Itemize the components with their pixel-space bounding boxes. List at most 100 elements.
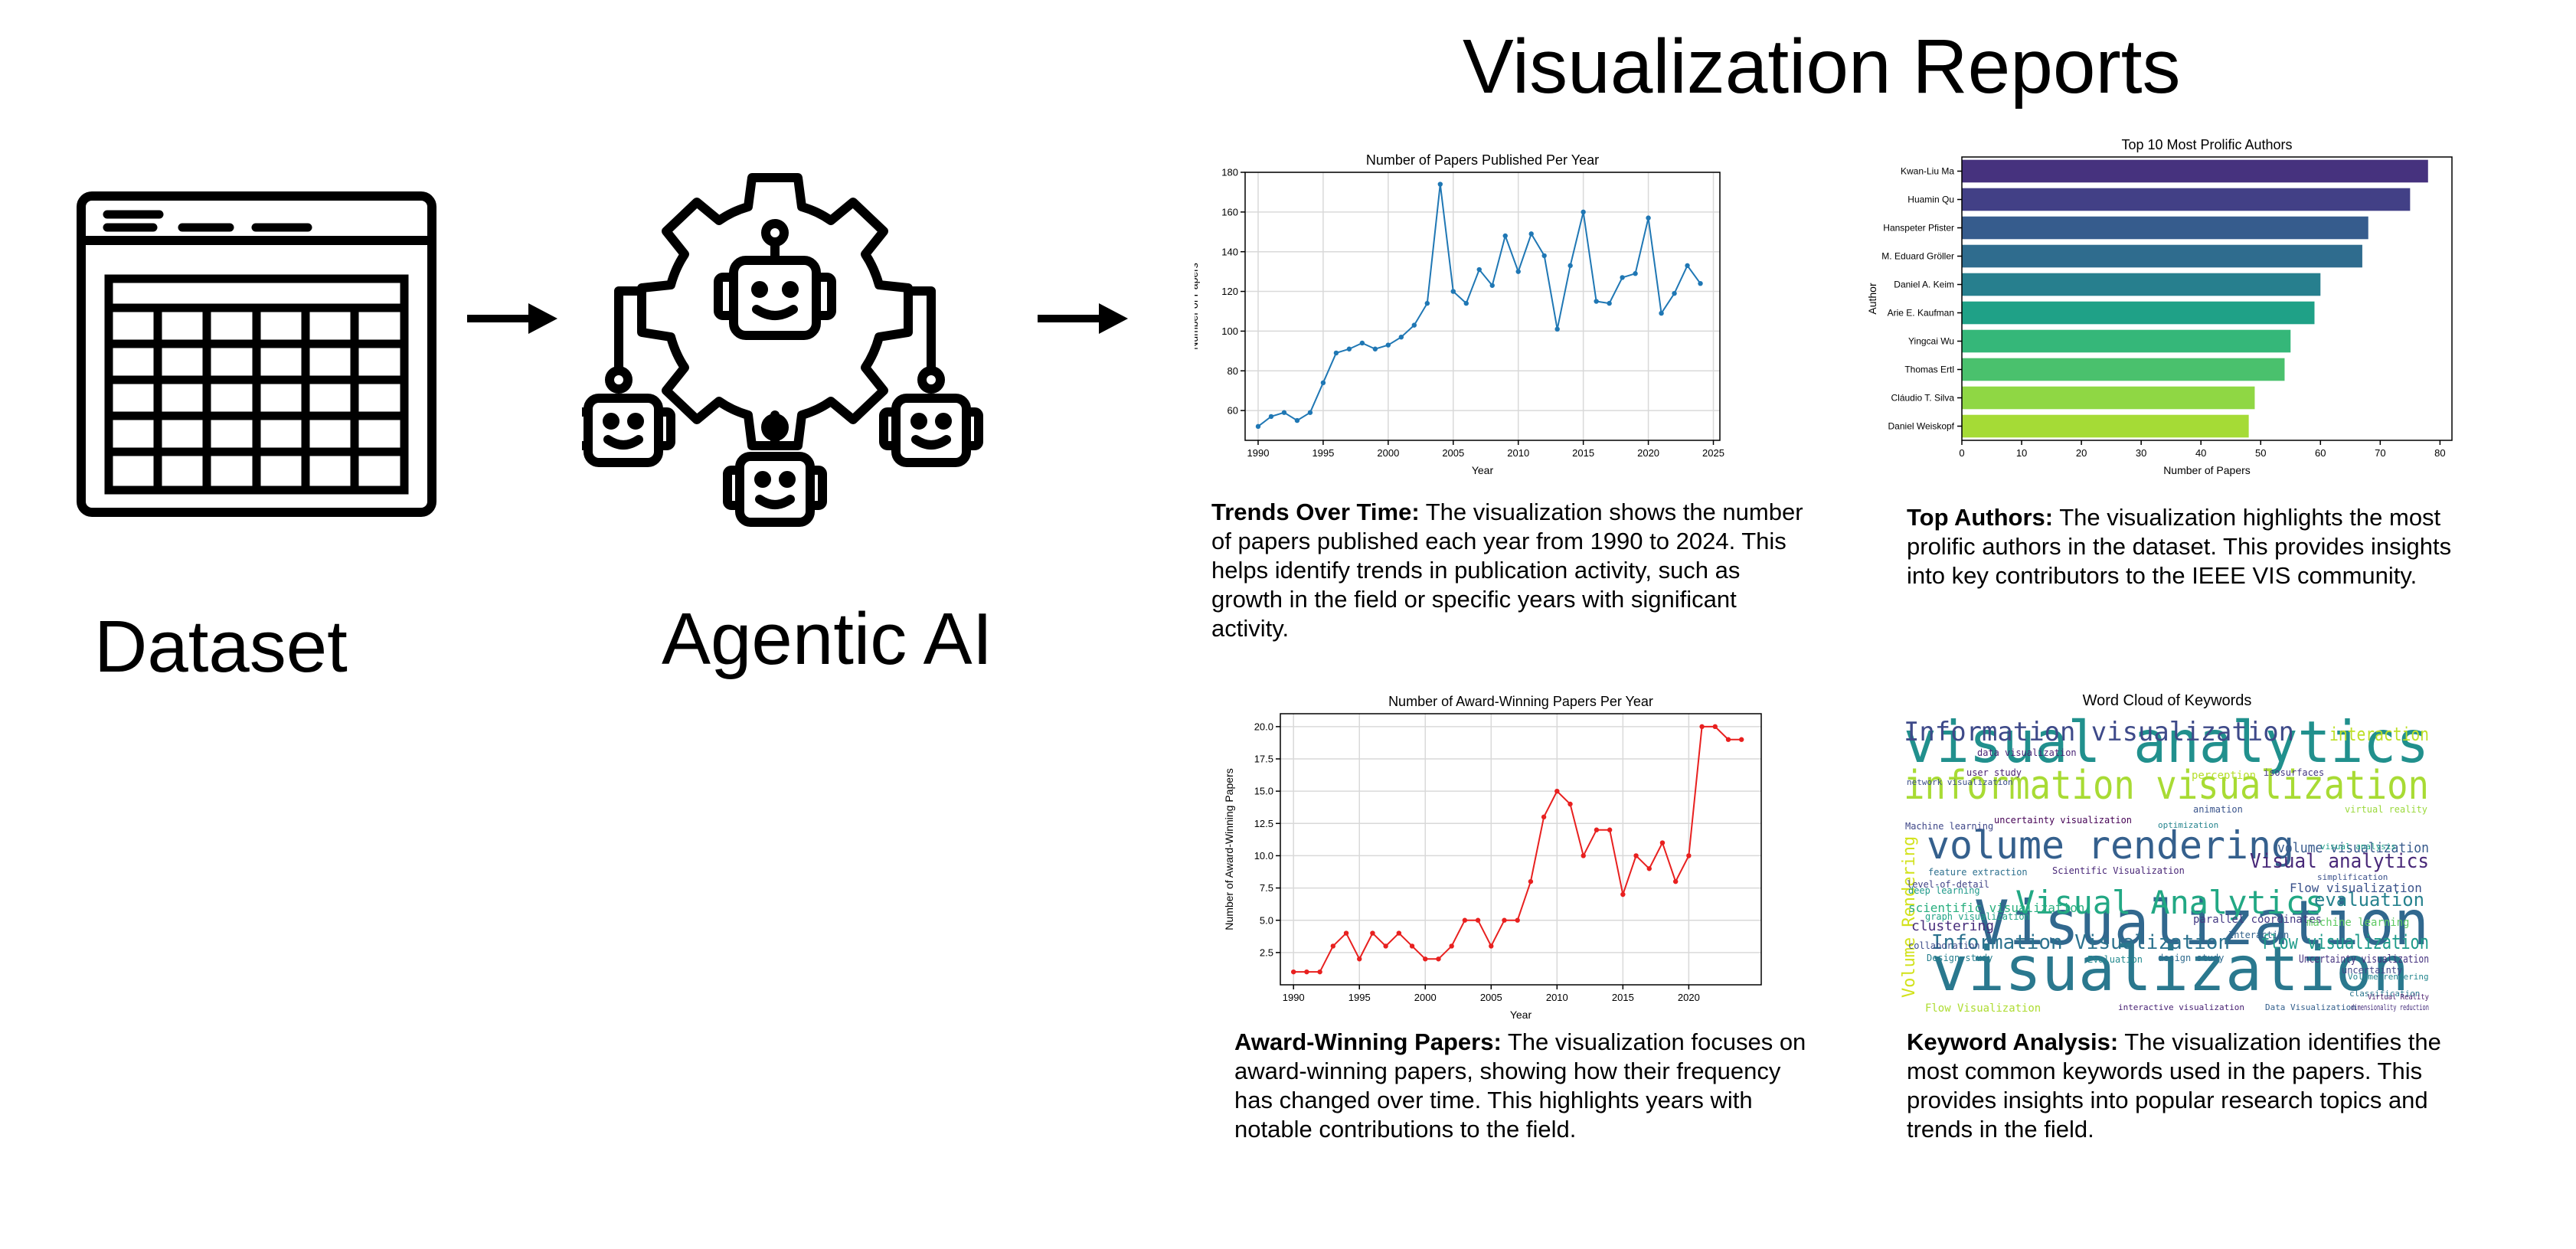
author-bar <box>1962 386 2255 410</box>
author-bar <box>1962 329 2291 353</box>
chart-title: Number of Award-Winning Papers Per Year <box>1388 694 1653 709</box>
author-label: Yingcai Wu <box>1908 336 1954 347</box>
chart-title: Top 10 Most Prolific Authors <box>2121 137 2292 152</box>
data-point <box>1383 943 1388 949</box>
data-point <box>1620 891 1626 898</box>
data-point <box>1659 310 1664 316</box>
right-arrow-icon <box>1038 300 1129 341</box>
wordcloud-word: Design study <box>1927 953 1992 963</box>
wordcloud-word: Visual Analytics <box>2015 884 2324 921</box>
x-tick-label: 2010 <box>1507 447 1529 459</box>
data-point <box>1370 930 1375 936</box>
author-bar <box>1962 358 2285 381</box>
plot-frame <box>1961 156 2453 441</box>
data-point <box>1738 737 1744 742</box>
y-tick-label: 180 <box>1221 167 1238 178</box>
data-point <box>1502 233 1508 239</box>
agentic-ai-label: Agentic AI <box>662 598 993 680</box>
authors-description: Top Authors: The visualization highlight… <box>1907 503 2489 590</box>
x-tick-label: 0 <box>1959 447 1964 459</box>
wordcloud-word: volume rendering <box>1927 823 2294 868</box>
wordcloud-word: evaluation <box>2314 889 2424 911</box>
page-title: Visualization Reports <box>1463 24 2181 110</box>
data-point <box>1423 956 1428 962</box>
wordcloud-word: volume visualization <box>2277 840 2429 856</box>
data-point <box>1607 827 1613 832</box>
wordcloud-word: Information visualization <box>1904 717 2294 747</box>
x-tick-label: 2025 <box>1702 447 1724 459</box>
wordcloud-word: optimization <box>2158 820 2218 830</box>
wordcloud-word: virtual reality <box>2345 804 2427 815</box>
wordcloud-word: perception <box>2192 770 2256 782</box>
x-tick-label: 2005 <box>1480 992 1502 1003</box>
author-bar <box>1962 301 2315 325</box>
series-line <box>1257 184 1702 427</box>
author-label: Daniel A. Keim <box>1894 280 1954 290</box>
trends-description: Trends Over Time: The visualization show… <box>1211 498 1816 643</box>
wordcloud-word: simplification <box>2317 872 2388 882</box>
x-tick-label: 2005 <box>1442 447 1464 459</box>
x-tick-label: 10 <box>2016 447 2027 459</box>
data-point <box>1672 878 1679 884</box>
wordcloud-word: feature extraction <box>1928 867 2028 878</box>
data-point <box>1515 917 1520 923</box>
data-point <box>1581 209 1586 215</box>
x-tick-label: 2020 <box>1678 992 1700 1003</box>
wordcloud-word: flow visualization <box>2261 931 2429 954</box>
y-axis-label: Number of Award-Winning Papers <box>1225 768 1235 930</box>
data-point <box>1462 917 1468 923</box>
awards-description: Award-Winning Papers: The visualization … <box>1234 1028 1816 1144</box>
data-point <box>1255 423 1261 430</box>
trends-heading: Trends Over Time: <box>1211 499 1420 525</box>
x-tick-label: 1990 <box>1283 992 1305 1003</box>
data-point <box>1450 289 1456 294</box>
wordcloud-word: animation <box>2193 804 2243 815</box>
x-tick-label: 2015 <box>1612 992 1634 1003</box>
data-point <box>1528 878 1534 884</box>
data-point <box>1541 814 1547 820</box>
wordcloud-word: Virtual Reality <box>2368 993 2429 1002</box>
y-tick-label: 120 <box>1221 286 1238 297</box>
y-tick-label: 100 <box>1221 325 1238 337</box>
data-point <box>1489 943 1494 949</box>
wordcloud-word: classification <box>2349 989 2420 999</box>
keywords-text: The visualization identifies the most co… <box>1907 1028 2441 1143</box>
wordcloud-word: visual analytics <box>1904 708 2429 776</box>
data-point <box>1646 215 1651 221</box>
wordcloud-word: Machine learning <box>1905 821 1993 832</box>
keywords-description: Keyword Analysis: The visualization iden… <box>1907 1028 2489 1144</box>
wordcloud-area <box>1901 714 2434 1012</box>
author-label: Arie E. Kaufman <box>1888 308 1954 319</box>
author-bar <box>1962 188 2411 211</box>
data-point <box>1333 350 1339 356</box>
wordcloud-word: collaboration <box>1908 940 1980 951</box>
data-point <box>1646 866 1652 871</box>
data-point <box>1554 326 1560 332</box>
data-point <box>1698 280 1703 286</box>
data-point <box>1436 956 1441 962</box>
author-bar <box>1962 273 2321 296</box>
x-axis-label: Year <box>1472 464 1494 476</box>
wordcloud-word: uncertainty visualization <box>1994 815 2132 826</box>
data-point <box>1372 346 1378 351</box>
authors-heading: Top Authors: <box>1907 504 2054 531</box>
wordcloud-word: Volume rendering <box>2348 972 2429 982</box>
wordcloud-word: interaction <box>2329 724 2429 745</box>
x-tick-label: 2015 <box>1572 447 1594 459</box>
x-tick-label: 60 <box>2315 447 2326 459</box>
data-point <box>1385 342 1391 348</box>
author-bar <box>1962 244 2362 268</box>
wordcloud-word: machine learning <box>2306 917 2409 929</box>
data-point <box>1528 231 1534 237</box>
y-tick-label: 7.5 <box>1260 882 1273 894</box>
data-point <box>1633 853 1639 858</box>
data-point <box>1502 917 1507 923</box>
wordcloud-word: Scientific Visualization <box>2052 865 2185 876</box>
data-point <box>1568 263 1573 269</box>
plot-frame <box>1280 713 1762 986</box>
y-tick-label: 10.0 <box>1254 850 1273 862</box>
y-tick-label: 60 <box>1228 405 1238 417</box>
wordcloud-word: design study <box>2158 953 2224 963</box>
